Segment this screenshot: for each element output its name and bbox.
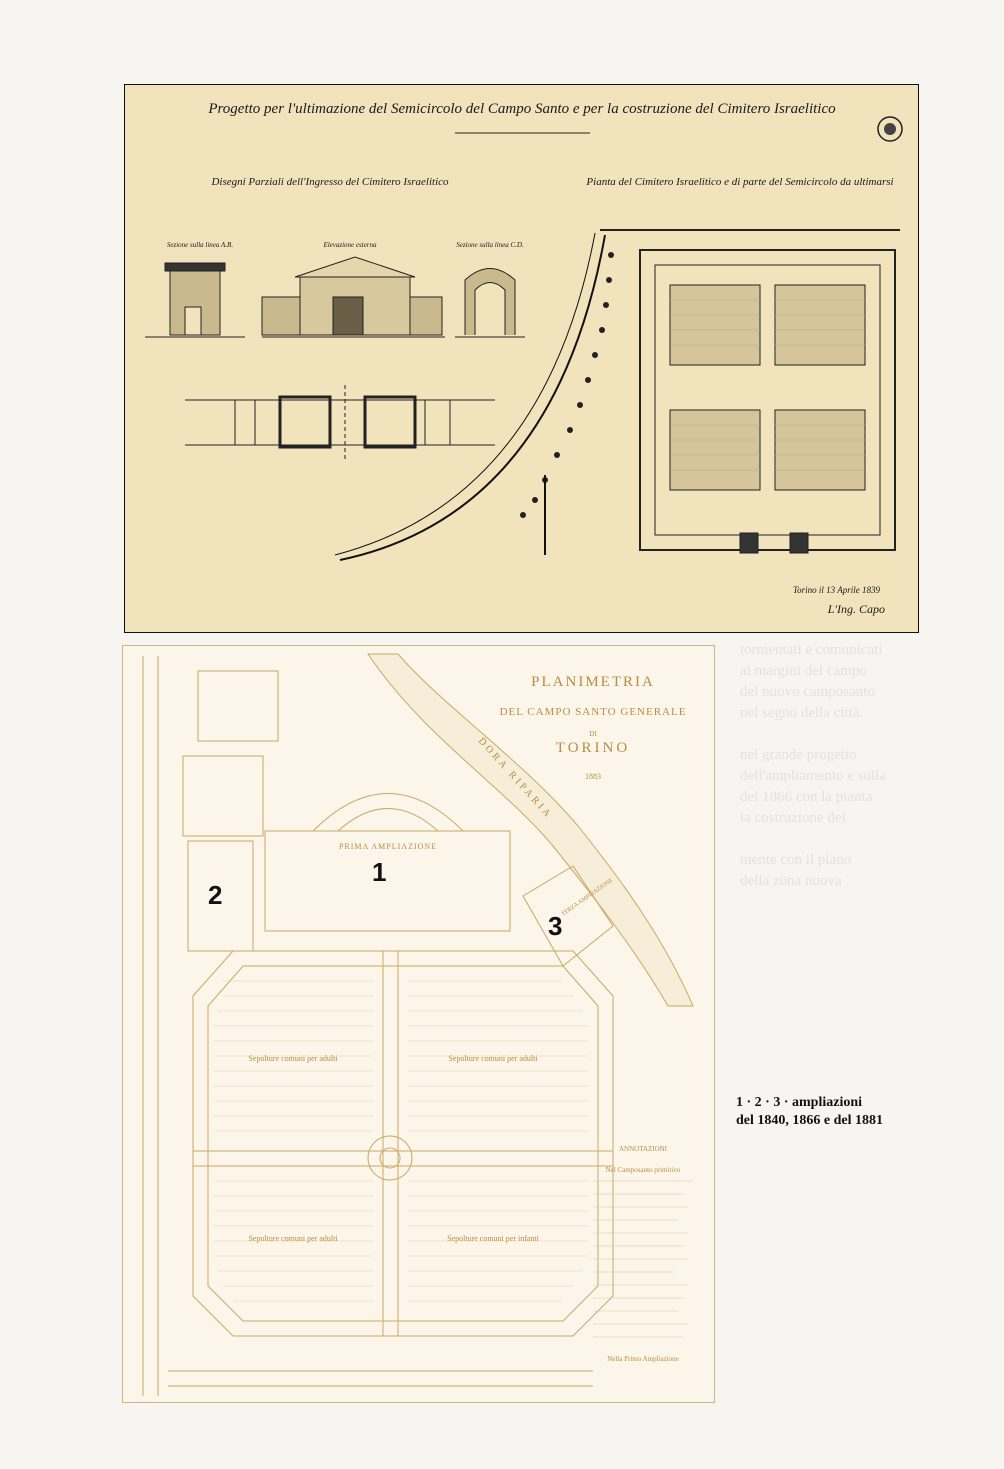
signature-date: Torino il 13 Aprile 1839 bbox=[793, 585, 881, 595]
cemetery-site-plan: DORA RIPARIA PRIMA AMPLIAZIONE TERZA AMP… bbox=[142, 653, 694, 1396]
plan-city: TORINO bbox=[555, 740, 631, 756]
elevation-label-2: Elevazione esterna bbox=[322, 241, 377, 249]
field-label-2: Sepolture comuni per adulti bbox=[448, 1054, 538, 1063]
elevation-label-1: Sezione sulla linea A.B. bbox=[167, 241, 233, 249]
annotazioni-title: ANNOTAZIONI bbox=[619, 1145, 668, 1153]
architectural-drawing: Progetto per l'ultimazione del Semicirco… bbox=[145, 101, 903, 616]
plan-di: DI bbox=[589, 730, 597, 738]
prima-ampliazione-label: PRIMA AMPLIAZIONE bbox=[339, 842, 437, 851]
planimetria-plate: DORA RIPARIA PRIMA AMPLIAZIONE TERZA AMP… bbox=[122, 645, 715, 1403]
plan-year: 1883 bbox=[585, 772, 601, 781]
plan-subtitle: DEL CAMPO SANTO GENERALE bbox=[499, 706, 687, 718]
field-label-3: Sepolture comuni per adulti bbox=[248, 1234, 338, 1243]
drawing-plate-israelite-cemetery: Progetto per l'ultimazione del Semicirco… bbox=[124, 84, 919, 633]
field-label-1: Sepolture comuni per adulti bbox=[248, 1054, 338, 1063]
caption-line-1: 1 · 2 · 3 · ampliazioni bbox=[736, 1095, 863, 1110]
elevation-label-3: Sezione sulla linea C.D. bbox=[456, 241, 524, 249]
right-heading: Pianta del Cimitero Israelitico e di par… bbox=[585, 176, 893, 188]
annotazioni-subtitle: Nel Camposanto primitivo bbox=[606, 1166, 681, 1174]
left-heading: Disegni Parziali dell'Ingresso del Cimit… bbox=[210, 176, 449, 188]
marker-1: 1 bbox=[372, 857, 387, 887]
signature: L'Ing. Capo bbox=[827, 602, 885, 616]
marker-3: 3 bbox=[548, 911, 563, 941]
figure-caption: 1 · 2 · 3 · ampliazioni del 1840, 1866 e… bbox=[736, 1094, 966, 1130]
field-label-4: Sepolture comuni per infanti bbox=[447, 1234, 540, 1243]
prima-ampliazione-note: Nella Primo Ampliazione bbox=[607, 1355, 679, 1363]
plan-title: PLANIMETRIA bbox=[531, 674, 655, 690]
marker-2: 2 bbox=[208, 880, 223, 910]
caption-line-2: del 1840, 1866 e del 1881 bbox=[736, 1113, 883, 1128]
plate-title: Progetto per l'ultimazione del Semicirco… bbox=[207, 101, 836, 117]
